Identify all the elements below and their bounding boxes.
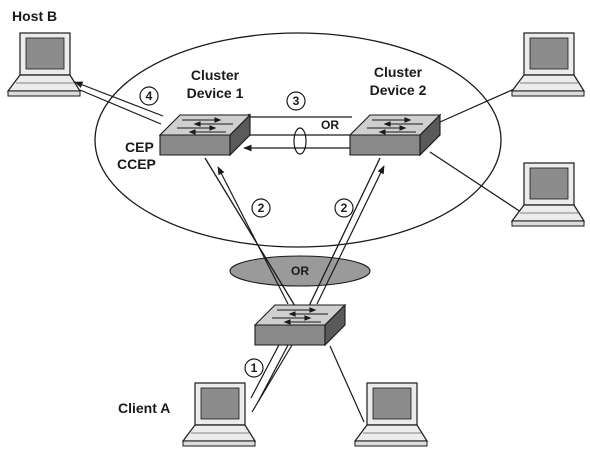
link-dev1-hostb <box>79 89 162 125</box>
cluster-device-2-label-line2: Device 2 <box>370 82 427 98</box>
cep-label: CEP <box>125 139 154 155</box>
cluster-device-2-label-line1: Cluster <box>374 64 423 80</box>
step-2-right-marker: 2 <box>334 198 354 218</box>
laptop-icon-top-right <box>511 32 585 97</box>
or-label-top: OR <box>321 118 339 132</box>
ccep-label: CCEP <box>117 156 156 172</box>
host-b-laptop-icon <box>7 32 81 97</box>
lag-ring <box>293 127 307 155</box>
link-access-dev2 <box>308 157 381 307</box>
arrow-2-right <box>316 165 385 305</box>
cluster-ellipse <box>94 32 502 248</box>
arrow-4 <box>74 81 164 117</box>
step-3-label: 3 <box>293 94 300 108</box>
cluster-device-2-switch <box>349 114 441 156</box>
laptop-icon-mid-right <box>511 162 585 227</box>
cluster-device-1-label-line1: Cluster <box>191 67 240 83</box>
cluster-device-1-switch <box>159 114 251 156</box>
or-label-bottom: OR <box>291 264 309 278</box>
step-3-marker: 3 <box>286 91 306 111</box>
client-a-laptop-icon <box>182 382 256 447</box>
link-access-dev1 <box>204 157 296 307</box>
step-2-left-label: 2 <box>258 201 265 215</box>
step-1-label: 1 <box>251 361 258 375</box>
cluster-device-1-label-line2: Device 1 <box>187 85 244 101</box>
arrow-2-left <box>217 166 289 305</box>
link-access-laptop <box>329 345 365 423</box>
client-a-label: Client A <box>118 400 170 416</box>
laptop-icon-bottom-right <box>354 382 428 447</box>
link-dev2-laptop-mid <box>429 151 531 219</box>
step-1-marker: 1 <box>244 358 264 378</box>
step-2-right-label: 2 <box>341 201 348 215</box>
step-4-label: 4 <box>146 89 153 103</box>
step-4-marker: 4 <box>139 86 159 106</box>
host-b-label: Host B <box>12 8 57 24</box>
access-switch <box>254 304 346 346</box>
step-2-left-marker: 2 <box>251 198 271 218</box>
or-ellipse <box>229 255 371 287</box>
